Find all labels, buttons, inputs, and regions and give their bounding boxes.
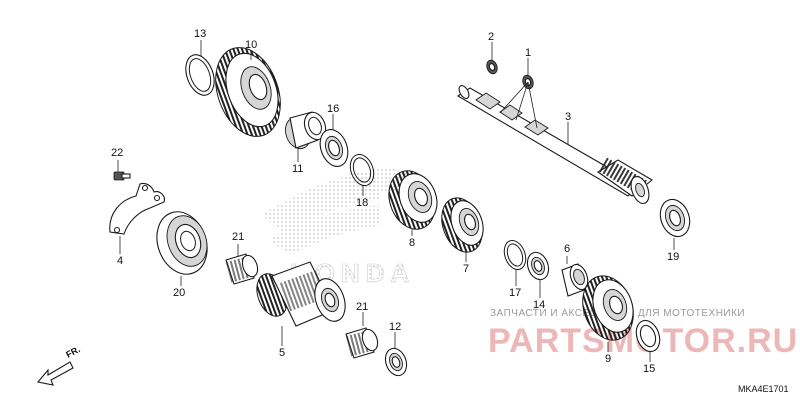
part-4-plate bbox=[109, 182, 165, 235]
part-5-gear bbox=[256, 261, 346, 327]
callout-11: 11 bbox=[292, 163, 303, 175]
part-14-washer bbox=[526, 251, 550, 281]
part-22-bolt bbox=[113, 171, 131, 181]
callout-20: 20 bbox=[173, 287, 185, 299]
callout-8: 8 bbox=[409, 237, 415, 249]
callout-12: 12 bbox=[389, 321, 401, 333]
part-21-needle-bearing-upper bbox=[225, 253, 259, 285]
part-2-ring bbox=[486, 59, 498, 75]
callout-10: 10 bbox=[245, 39, 257, 51]
part-9-gear bbox=[582, 275, 634, 341]
callout-21-upper: 21 bbox=[232, 231, 244, 243]
callout-21-lower: 21 bbox=[356, 301, 368, 313]
callout-15: 15 bbox=[643, 363, 655, 375]
callout-16: 16 bbox=[327, 103, 339, 115]
callout-5: 5 bbox=[279, 347, 285, 359]
callout-17: 17 bbox=[509, 287, 521, 299]
callout-18: 18 bbox=[356, 197, 368, 209]
part-20-bearing bbox=[156, 211, 208, 275]
leader-lines bbox=[117, 40, 675, 362]
part-12-washer bbox=[384, 347, 408, 377]
callout-14: 14 bbox=[533, 299, 545, 311]
part-3-shaft bbox=[456, 85, 653, 204]
part-17-snap-ring bbox=[503, 239, 527, 271]
callout-1: 1 bbox=[525, 47, 531, 59]
part-18-snap-ring bbox=[349, 154, 375, 186]
diagram-code: MKA4E1701 bbox=[738, 384, 789, 394]
part-15-washer bbox=[635, 319, 661, 353]
part-6-bushing bbox=[561, 263, 589, 297]
callout-6: 6 bbox=[564, 243, 570, 255]
direction-label: FR. bbox=[64, 344, 81, 360]
part-13-ring bbox=[185, 54, 215, 96]
part-10-gear bbox=[215, 47, 281, 137]
part-19-bearing bbox=[659, 198, 691, 238]
front-direction-arrow: FR. bbox=[36, 344, 82, 386]
callout-9: 9 bbox=[605, 353, 611, 365]
callout-3: 3 bbox=[565, 111, 571, 123]
callout-19: 19 bbox=[667, 251, 679, 263]
part-11-bushing bbox=[285, 111, 327, 150]
part-21-needle-bearing-lower bbox=[345, 327, 379, 359]
callout-4: 4 bbox=[117, 255, 123, 267]
callout-labels: 1 2 3 4 5 6 7 8 9 10 11 12 13 14 15 16 1… bbox=[111, 28, 679, 375]
part-8-gear bbox=[388, 170, 438, 230]
callout-13: 13 bbox=[194, 28, 206, 40]
callout-2: 2 bbox=[488, 31, 494, 43]
part-16-washer bbox=[319, 129, 349, 167]
part-7-gear bbox=[441, 197, 484, 253]
callout-7: 7 bbox=[463, 263, 469, 275]
callout-22: 22 bbox=[111, 147, 123, 159]
